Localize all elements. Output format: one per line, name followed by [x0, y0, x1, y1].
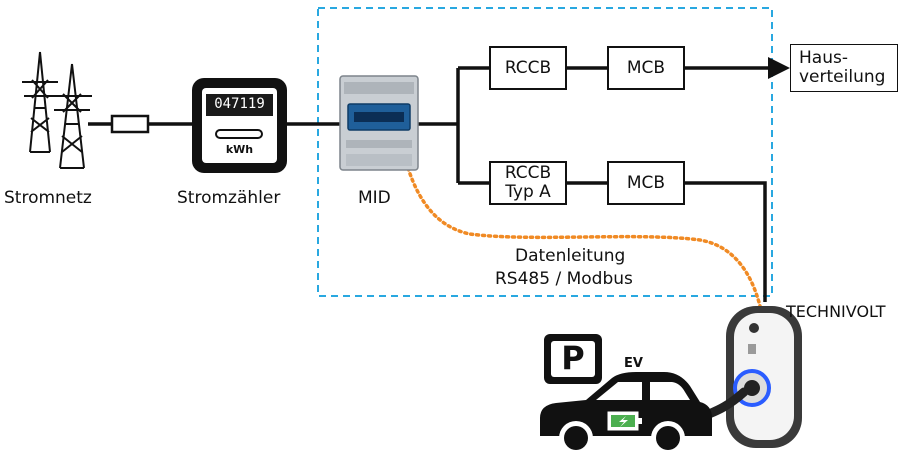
power-pylon-icon: [22, 51, 92, 169]
mcb-bottom-box: MCB: [607, 161, 685, 205]
mcb-top-box: MCB: [607, 46, 685, 90]
line-bottom-mcb-charger: [685, 181, 767, 302]
meter-slot: [215, 129, 263, 139]
rccb-typ-a-box: RCCB Typ A: [489, 161, 567, 205]
label-rs485-modbus: RS485 / Modbus: [495, 269, 633, 289]
data-line: [406, 166, 762, 308]
wallbox-charger: [726, 306, 802, 448]
meter-reading: 047119: [214, 96, 265, 112]
rccb-top-label: RCCB: [504, 57, 552, 78]
car-icon: [540, 372, 712, 455]
label-stromnetz: Stromnetz: [4, 188, 92, 208]
parking-sign-letter: P: [561, 339, 585, 377]
mcb-top-label: MCB: [626, 57, 666, 78]
label-ev: EV: [624, 356, 643, 371]
arrow-head: [768, 57, 790, 79]
typ-a-label: Typ A: [505, 182, 551, 202]
rccb-top-box: RCCB: [489, 46, 567, 90]
meter-unit: kWh: [225, 143, 254, 156]
fuse: [110, 114, 150, 134]
meter-display: [206, 94, 273, 116]
hausverteilung-box: Haus- verteilung: [790, 44, 898, 92]
label-datenleitung: Datenleitung: [515, 246, 626, 266]
mcb-bottom-label: MCB: [626, 172, 666, 193]
parking-sign-face: [551, 341, 595, 377]
hausverteilung-label-1: Haus-: [799, 48, 848, 68]
power-lines: [88, 66, 768, 302]
hausverteilung-label-2: verteilung: [799, 67, 886, 87]
label-stromzaehler: Stromzähler: [177, 188, 281, 208]
label-technivolt: TECHNIVOLT: [786, 302, 886, 321]
rccb-bottom-label: RCCB: [504, 163, 552, 183]
mid-device: [339, 75, 419, 171]
label-mid: MID: [358, 188, 391, 208]
